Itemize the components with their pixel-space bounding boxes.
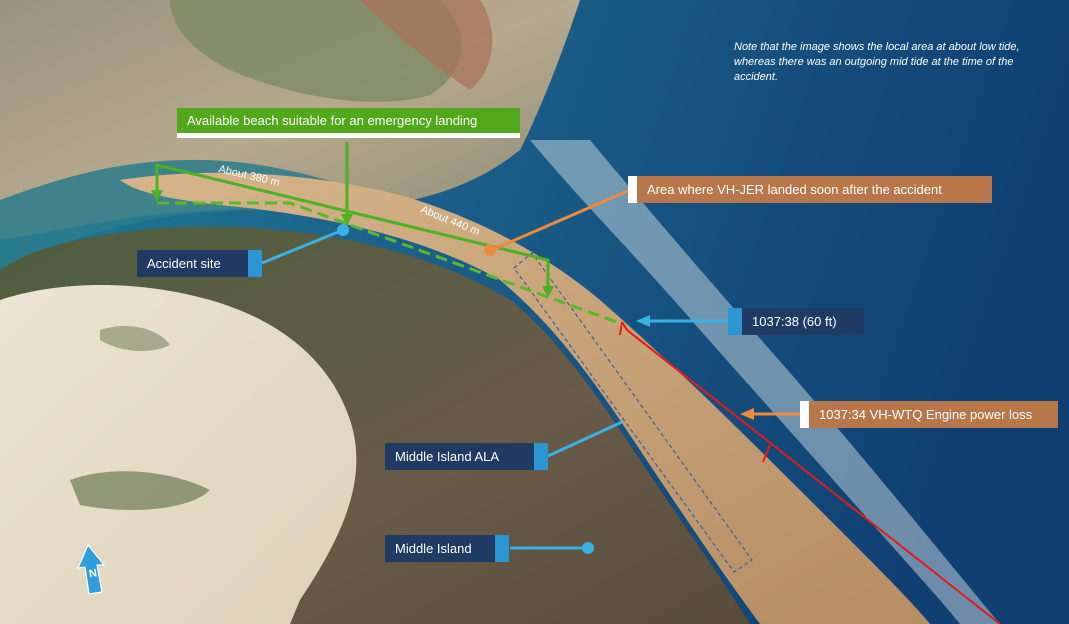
middle-island-point xyxy=(582,542,594,554)
accident-pointer xyxy=(261,228,344,265)
label-tab xyxy=(800,401,809,428)
north-arrow-label: N xyxy=(88,567,98,580)
ala-runway-outline xyxy=(513,252,753,573)
dune-vegetation-patch xyxy=(100,325,170,352)
beach-measure-line xyxy=(155,163,550,290)
label-tab xyxy=(534,443,548,470)
vh-jer-pointer xyxy=(491,188,631,252)
ala-pointer xyxy=(547,420,623,458)
time-1037-34-label: 1037:34 VH-WTQ Engine power loss xyxy=(809,401,1058,428)
label-tab xyxy=(728,308,742,335)
tide-note: Note that the image shows the local area… xyxy=(734,41,1020,83)
label-tab xyxy=(248,250,262,277)
beach-label: Available beach suitable for an emergenc… xyxy=(177,108,520,138)
red-cliffs xyxy=(360,0,493,90)
accident-point xyxy=(337,224,349,236)
surf-zone xyxy=(530,140,1000,624)
north-arrow-icon xyxy=(77,543,106,595)
green-arrow-head xyxy=(341,214,353,226)
green-arrow-head xyxy=(151,190,163,202)
label-tab xyxy=(628,176,637,203)
middle-island-label: Middle Island xyxy=(385,535,495,562)
flight-path xyxy=(621,321,1001,624)
green-arrow-head xyxy=(542,286,554,298)
vh-jer-label: Area where VH-JER landed soon after the … xyxy=(637,176,992,203)
beach xyxy=(120,172,930,624)
blue-arrow-head xyxy=(636,315,650,327)
flight-path-tick xyxy=(762,444,771,463)
vh-jer-point xyxy=(484,244,496,256)
label-tab xyxy=(495,535,509,562)
dune-vegetation-patch xyxy=(70,471,210,510)
orange-arrow-head xyxy=(740,408,754,420)
ala-label: Middle Island ALA xyxy=(385,443,534,470)
time-1037-38-label: 1037:38 (60 ft) xyxy=(742,308,864,335)
accident-site-label: Accident site xyxy=(137,250,248,277)
sand-dunes xyxy=(0,285,357,624)
beach-dashed-line xyxy=(157,201,623,326)
